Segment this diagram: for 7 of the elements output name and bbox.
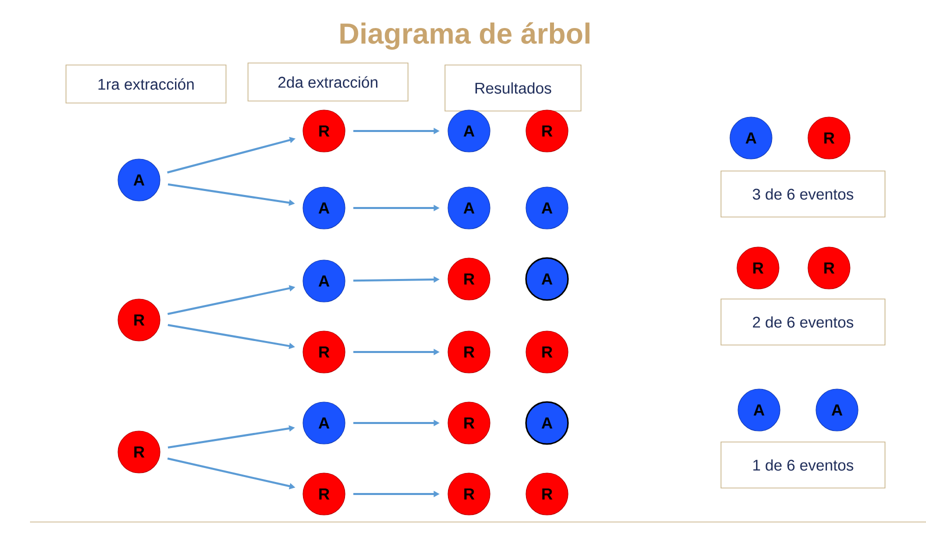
label-box: 1 de 6 eventos (720, 442, 886, 488)
label-box: 1ra extracción (66, 64, 226, 104)
label-box: 2 de 6 eventos (720, 298, 886, 346)
label-box: 2da extracción (248, 62, 408, 102)
label-box: 3 de 6 eventos (720, 170, 886, 218)
label-box: Resultados (444, 64, 582, 112)
slide-title: Diagrama de árbol (340, 22, 590, 50)
